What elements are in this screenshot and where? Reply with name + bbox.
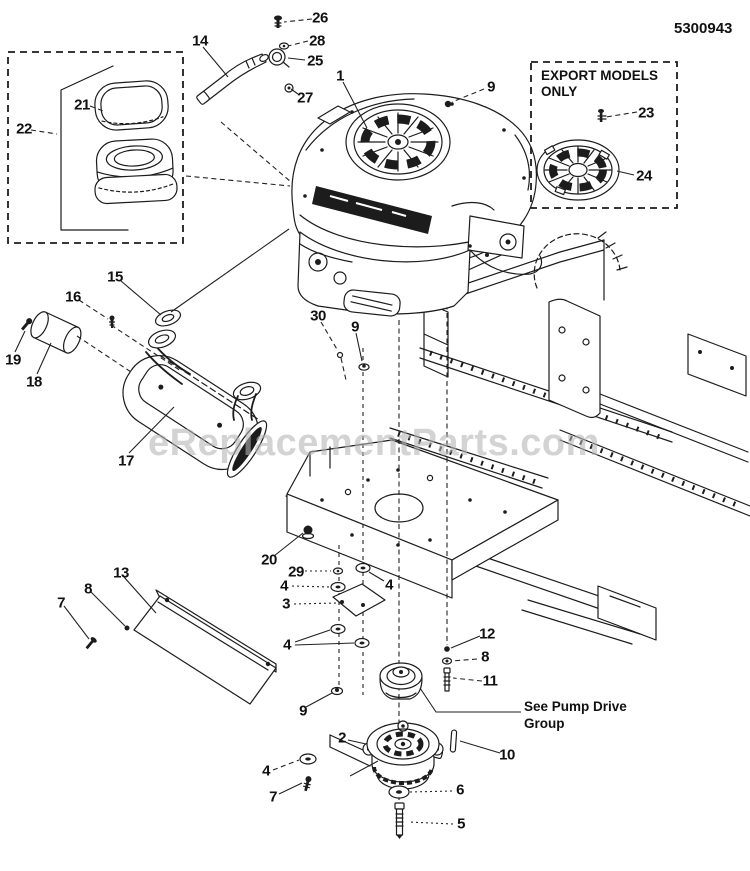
screw-30: [336, 351, 347, 381]
pump-drive-note: See Pump Drive Group: [524, 698, 627, 732]
callout-19: 19: [5, 351, 21, 369]
callout-3: 3: [282, 595, 290, 613]
deck-illustration: [286, 439, 559, 599]
callout-17: 17: [118, 452, 134, 470]
washer-28: [278, 42, 290, 50]
nut-9b: [358, 363, 370, 371]
callout-8a: 8: [84, 580, 92, 598]
center-lines: [338, 262, 448, 800]
leader-lines: [14, 18, 638, 825]
bolt-19: [20, 318, 33, 331]
callout-10: 10: [499, 746, 515, 764]
screw-26: [274, 15, 282, 28]
callout-4b: 4: [385, 576, 393, 594]
clutch-illustration: [362, 720, 444, 790]
callout-23: 23: [638, 104, 654, 122]
callout-28: 28: [309, 32, 325, 50]
callout-7a: 7: [57, 594, 65, 612]
callout-7b: 7: [269, 788, 277, 806]
fastener-stack-right: [441, 646, 453, 692]
callout-16: 16: [65, 288, 81, 306]
callout-18: 18: [26, 373, 42, 391]
muffler-illustration: [20, 309, 268, 478]
export-models-line2: ONLY: [541, 84, 578, 99]
callout-14: 14: [192, 32, 208, 50]
callout-20: 20: [261, 551, 277, 569]
callout-12: 12: [479, 625, 495, 643]
nut-27: [284, 83, 294, 93]
callout-11: 11: [482, 672, 498, 690]
plate-3: [332, 583, 386, 617]
bolt-5: [394, 802, 405, 839]
nut-9c: [330, 686, 344, 696]
bolt-11: [443, 667, 451, 692]
callout-8b: 8: [481, 648, 489, 666]
washer-29: [332, 567, 344, 575]
callout-9b: 9: [351, 318, 359, 336]
pump-pulley-illustration: [379, 662, 423, 700]
callout-26: 26: [312, 9, 328, 27]
callout-21: 21: [74, 96, 90, 114]
fan-screen-24: [536, 139, 620, 201]
callout-29: 29: [288, 563, 304, 581]
callout-1: 1: [336, 67, 344, 85]
air-filter-illustration: [7, 51, 184, 244]
nut-8a: [124, 625, 130, 631]
callout-4d: 4: [262, 762, 270, 780]
mount-plate-group: [301, 351, 386, 696]
screw-23: [597, 109, 607, 122]
callout-13: 13: [113, 564, 129, 582]
export-models-label: EXPORT MODELS ONLY: [541, 68, 658, 100]
bolt-20: [301, 525, 315, 540]
key-10: [449, 729, 458, 753]
pump-drive-note-line1: See Pump Drive: [524, 699, 627, 714]
callout-22: 22: [16, 120, 32, 138]
clamp-25: [268, 48, 290, 68]
pump-drive-note-line2: Group: [524, 716, 565, 731]
export-fan-illustration: [530, 61, 678, 209]
screw-7b: [303, 776, 312, 792]
callout-25: 25: [307, 52, 323, 70]
breather-tube-illustration: [196, 53, 269, 105]
callout-6: 6: [456, 781, 464, 799]
bolt-7a: [85, 637, 97, 650]
deflector-plate-illustration: [133, 589, 277, 705]
callout-30: 30: [310, 307, 326, 325]
callout-24: 24: [636, 167, 652, 185]
top-fasteners: [268, 15, 294, 93]
callout-5: 5: [457, 815, 465, 833]
document-number: 5300943: [674, 20, 733, 37]
callout-27: 27: [297, 89, 313, 107]
bottom-fasteners: [85, 625, 458, 839]
callout-2: 2: [338, 729, 346, 747]
nut-12: [444, 646, 450, 652]
callout-9a: 9: [487, 78, 495, 96]
export-models-line1: EXPORT MODELS: [541, 68, 659, 83]
callout-4a: 4: [280, 577, 288, 595]
callout-9c: 9: [299, 702, 307, 720]
engine-illustration: [291, 93, 543, 317]
callout-4c: 4: [283, 636, 291, 654]
callout-15: 15: [107, 268, 123, 286]
